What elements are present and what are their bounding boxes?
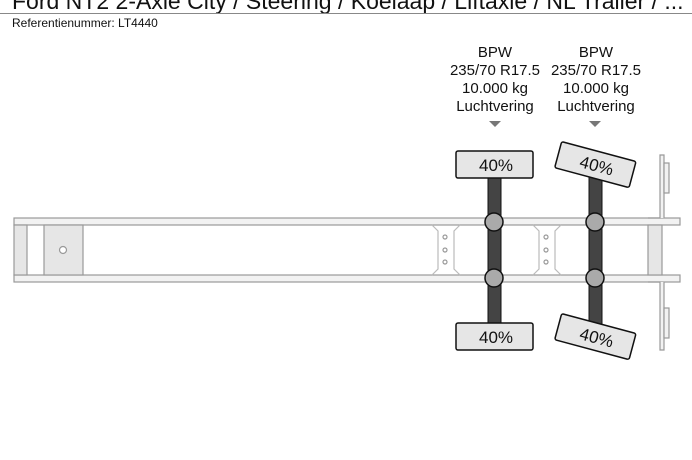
hub bbox=[585, 268, 605, 288]
axle-2-tire: 235/70 R17.5 bbox=[551, 62, 641, 79]
divider bbox=[0, 13, 692, 14]
axle-2: BPW 235/70 R17.5 10.000 kg Luchtvering 4… bbox=[551, 44, 641, 360]
hub bbox=[484, 212, 504, 232]
axle-1-tire: 235/70 R17.5 bbox=[450, 62, 540, 79]
axle-1-brand: BPW bbox=[478, 44, 513, 61]
chassis-frame bbox=[13, 154, 681, 351]
axle-2-brand: BPW bbox=[579, 44, 614, 61]
axle-1-top-wheel: 40% bbox=[455, 150, 534, 179]
page-title: Ford NT2 2-Axle City / Steering / Koelaa… bbox=[12, 0, 684, 14]
axle-2-load: 10.000 kg bbox=[563, 80, 629, 97]
hub bbox=[585, 212, 605, 232]
pointer-icon bbox=[589, 121, 601, 127]
pointer-icon bbox=[489, 121, 501, 127]
axle-1-load: 10.000 kg bbox=[462, 80, 528, 97]
reference-number: Referentienummer: LT4440 bbox=[12, 16, 158, 30]
axle-1-suspension: Luchtvering bbox=[456, 98, 534, 115]
axle-2-suspension: Luchtvering bbox=[557, 98, 635, 115]
svg-text:40%: 40% bbox=[479, 156, 513, 175]
axle-2-top-wheel: 40% bbox=[554, 141, 637, 188]
svg-text:40%: 40% bbox=[479, 328, 513, 347]
axle-1: BPW 235/70 R17.5 10.000 kg Luchtvering 4… bbox=[450, 44, 540, 351]
axle-2-bottom-wheel: 40% bbox=[554, 313, 637, 360]
hub bbox=[484, 268, 504, 288]
axle-1-bottom-wheel: 40% bbox=[455, 322, 534, 351]
